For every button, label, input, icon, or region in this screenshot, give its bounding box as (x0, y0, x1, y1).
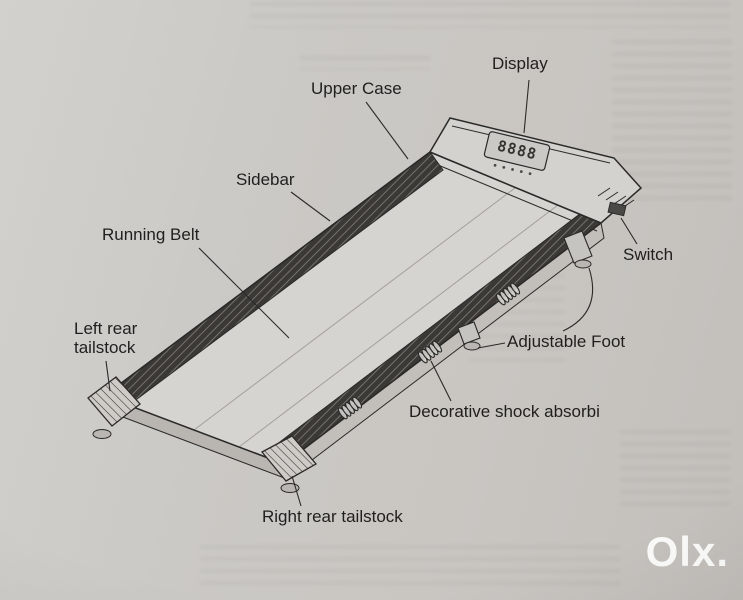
label-display: Display (492, 54, 548, 73)
leader-left-tailstock (105, 360, 111, 392)
running-belt-surface (104, 152, 601, 464)
label-switch: Switch (623, 245, 674, 264)
belt-seam (238, 204, 559, 448)
label-adjustable-foot: Adjustable Foot (507, 332, 626, 351)
leader-switch (620, 217, 638, 245)
power-switch (607, 201, 627, 217)
label-sidebar: Sidebar (236, 170, 295, 189)
label-running-belt: Running Belt (102, 225, 200, 244)
leader-upper-case (365, 101, 409, 160)
leader-running-belt (198, 247, 290, 339)
leader-display (523, 79, 530, 134)
olx-watermark: Olx. (645, 528, 729, 575)
adjustable-foot (457, 321, 481, 351)
display-panel: 8888 (483, 131, 551, 176)
leader-adjustable-foot (477, 342, 506, 349)
belt-seam (193, 187, 516, 431)
upper-case (428, 117, 643, 224)
leader-right-tailstock (291, 475, 302, 507)
leader-sidebar (290, 191, 331, 222)
left-rear-tailstock (87, 376, 141, 439)
front-foot (563, 230, 593, 269)
label-left-rear-tailstock: Left rear tailstock (74, 319, 138, 357)
label-right-rear-tailstock: Right rear tailstock (262, 507, 403, 526)
console-buttons (493, 163, 532, 176)
label-upper-case: Upper Case (311, 79, 402, 98)
leader-adjustable-foot-curve (562, 267, 594, 332)
leader-shock-absorber (430, 360, 452, 402)
label-shock-absorber: Decorative shock absorbi (409, 402, 600, 421)
belt-front-roller (425, 159, 598, 232)
